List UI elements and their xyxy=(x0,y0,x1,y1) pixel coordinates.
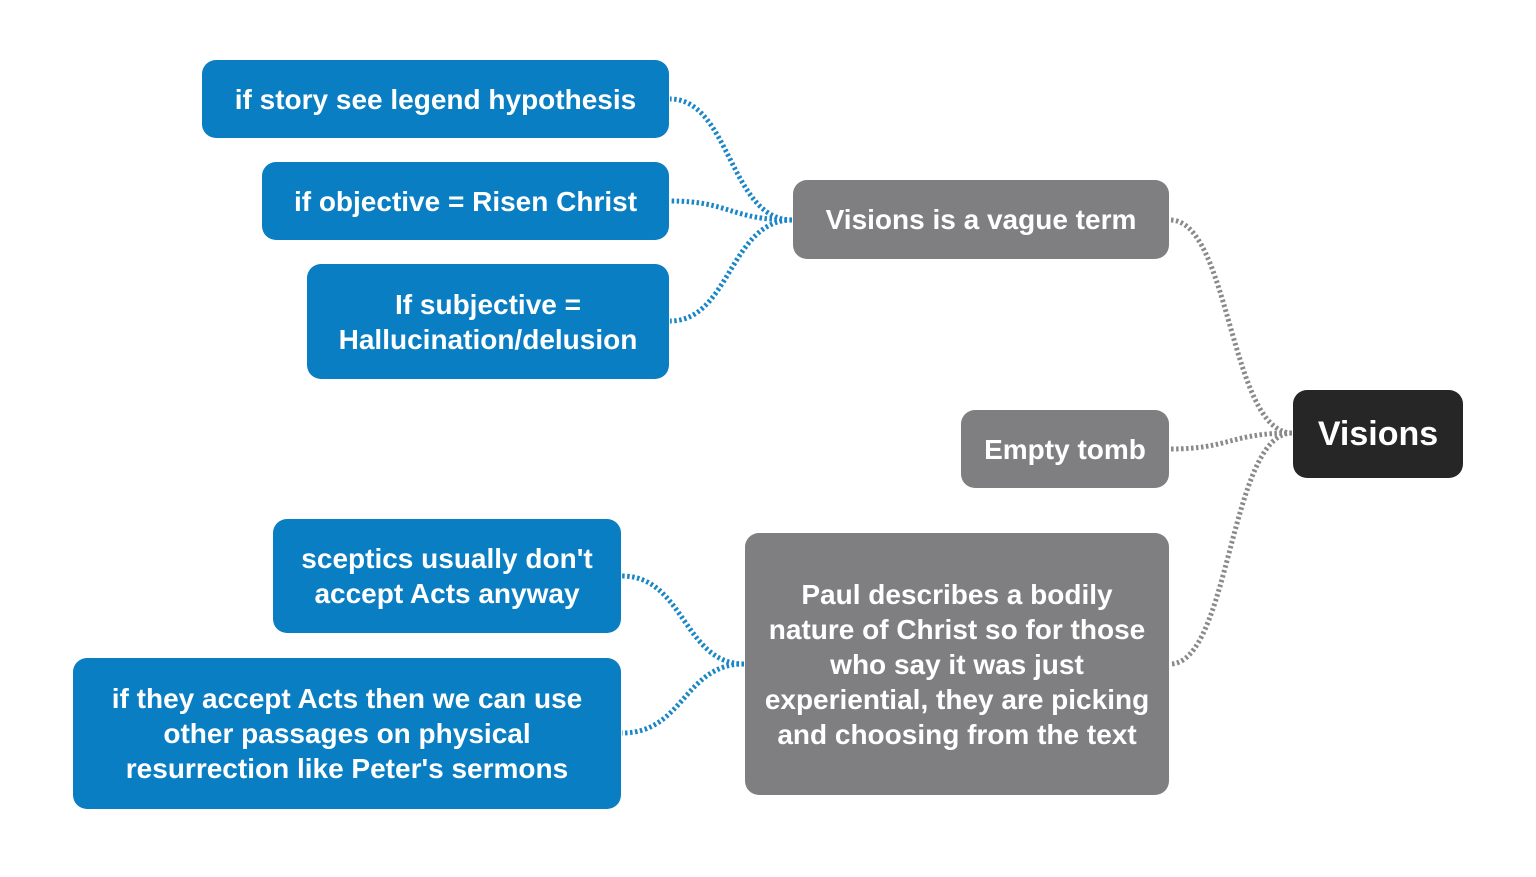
subtopic-objective-risen-christ-label: if objective = Risen Christ xyxy=(293,185,638,217)
subtopic-subjective-hallucination[interactable]: If subjective = Hallucination/delusion xyxy=(307,264,669,379)
subtopic-accept-acts-sermons[interactable]: if they accept Acts then we can use othe… xyxy=(73,658,621,809)
subtopic-sceptics-acts[interactable]: sceptics usually don't accept Acts anywa… xyxy=(273,519,621,633)
connector-vague-to-objective xyxy=(669,198,793,223)
connector-root-to-paul xyxy=(1169,430,1293,667)
connector-paul-to-accept-acts xyxy=(621,661,745,736)
subtopic-accept-acts-sermons-label: if they accept Acts then we can use othe… xyxy=(111,683,583,784)
topic-vague-term[interactable]: Visions is a vague term xyxy=(793,180,1169,259)
topic-empty-tomb[interactable]: Empty tomb xyxy=(961,410,1169,488)
subtopic-subjective-hallucination-label: If subjective = Hallucination/delusion xyxy=(338,288,638,355)
connector-paul-to-sceptics xyxy=(621,573,745,667)
root-node-label: Visions xyxy=(1317,414,1439,453)
topic-empty-tomb-label: Empty tomb xyxy=(984,433,1146,465)
subtopic-objective-risen-christ[interactable]: if objective = Risen Christ xyxy=(262,162,669,240)
root-node[interactable]: Visions xyxy=(1293,390,1463,478)
connector-root-to-vague-term xyxy=(1169,217,1293,436)
connector-root-to-empty-tomb xyxy=(1169,430,1293,452)
subtopic-legend-hypothesis-label: if story see legend hypothesis xyxy=(234,83,637,115)
subtopic-sceptics-acts-label: sceptics usually don't accept Acts anywa… xyxy=(301,543,593,609)
topic-paul-bodily-nature[interactable]: Paul describes a bodily nature of Christ… xyxy=(745,533,1169,795)
subtopic-legend-hypothesis[interactable]: if story see legend hypothesis xyxy=(202,60,669,138)
connector-vague-to-legend xyxy=(669,96,793,223)
connector-vague-to-subjective xyxy=(669,217,793,324)
topic-paul-bodily-nature-label: Paul describes a bodily nature of Christ… xyxy=(764,578,1150,750)
topic-vague-term-label: Visions is a vague term xyxy=(825,204,1137,235)
